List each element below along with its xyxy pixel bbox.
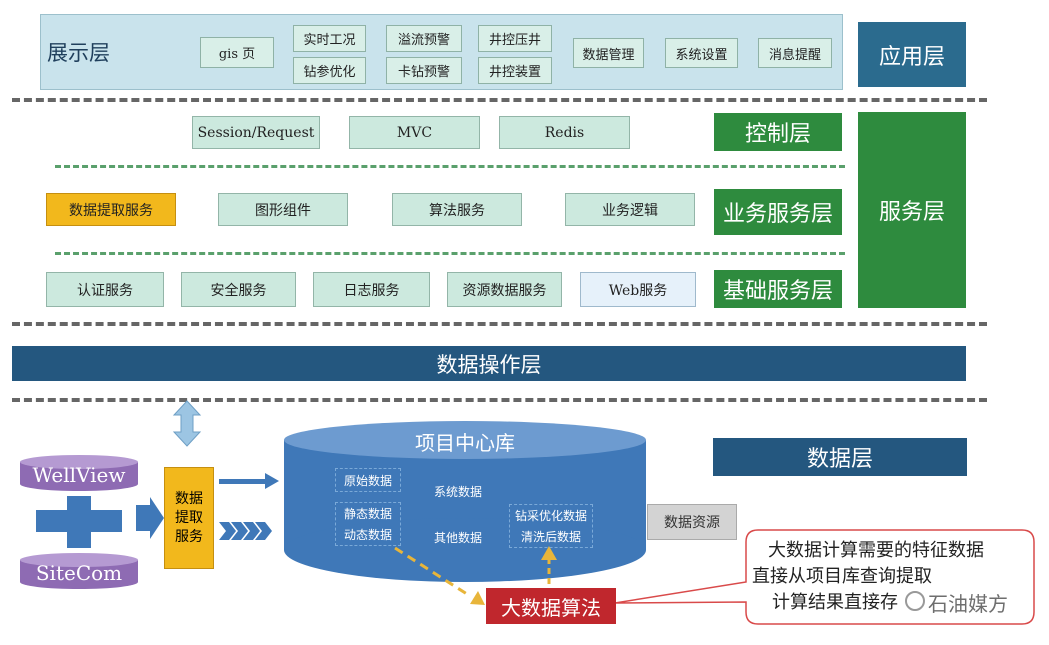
- data-extraction-service-box[interactable]: 数据 提取 服务: [164, 467, 214, 569]
- right-arrow-icon: [219, 473, 279, 489]
- sublayer-divider: [55, 165, 845, 168]
- business-item[interactable]: 数据提取服务: [46, 193, 176, 226]
- plus-icon: [36, 496, 122, 548]
- db-item-cleaned: 清洗后数据: [520, 529, 581, 544]
- foundation-item[interactable]: 安全服务: [181, 272, 296, 307]
- big-data-algorithm-box[interactable]: 大数据算法: [486, 588, 616, 624]
- overflow-warning-item[interactable]: 溢流预警: [386, 25, 462, 52]
- well-control-device-item[interactable]: 井控装置: [478, 57, 552, 84]
- sitecom-label: SiteCom: [35, 561, 123, 585]
- db-item-dynamic: 动态数据: [343, 527, 392, 542]
- watermark-text: 石油媒方: [928, 592, 1008, 616]
- control-item[interactable]: MVC: [349, 116, 480, 149]
- system-settings-item[interactable]: 系统设置: [665, 38, 738, 68]
- callout-bubble: [614, 529, 1035, 625]
- up-arrow-icon: [541, 546, 557, 584]
- double-arrow-icon: [172, 400, 202, 447]
- business-item[interactable]: 图形组件: [218, 193, 348, 226]
- drill-param-optimize-item[interactable]: 钻参优化: [293, 57, 366, 84]
- control-item[interactable]: Redis: [499, 116, 630, 149]
- data-resource-box[interactable]: 数据资源: [647, 504, 737, 540]
- db-opt-cleaned-box: [509, 504, 593, 548]
- business-item[interactable]: 算法服务: [392, 193, 522, 226]
- callout-line-1: 大数据计算需要的特征数据: [768, 540, 984, 561]
- layer-divider: [12, 322, 987, 326]
- application-layer-label: 应用层: [858, 22, 966, 87]
- db-item-other: 其他数据: [433, 530, 482, 545]
- db-item-drill-optimized: 钻采优化数据: [514, 508, 587, 523]
- watermark-logo-icon: [905, 591, 925, 611]
- data-operation-layer-bar: 数据操作层: [12, 346, 966, 381]
- message-alert-item[interactable]: 消息提醒: [758, 38, 832, 68]
- well-control-kill-item[interactable]: 井控压井: [478, 25, 552, 52]
- foundation-service-layer-label: 基础服务层: [714, 270, 842, 308]
- db-item-system: 系统数据: [433, 484, 482, 499]
- business-item[interactable]: 业务逻辑: [565, 193, 695, 226]
- layer-divider: [12, 398, 987, 402]
- presentation-layer-title: 展示层: [47, 41, 110, 65]
- control-item[interactable]: Session/Request: [192, 116, 320, 149]
- wellview-label: WellView: [32, 463, 126, 487]
- business-service-layer-label: 业务服务层: [714, 189, 842, 235]
- sublayer-divider: [55, 252, 845, 255]
- db-item-static: 静态数据: [343, 506, 392, 521]
- callout-line-3: 计算结果直接存: [772, 592, 898, 613]
- right-arrow-icon: [136, 497, 164, 539]
- data-management-item[interactable]: 数据管理: [573, 38, 644, 68]
- foundation-item[interactable]: 日志服务: [313, 272, 430, 307]
- sitecom-cylinder-icon: [20, 553, 138, 589]
- foundation-item[interactable]: Web服务: [580, 272, 696, 307]
- foundation-item[interactable]: 认证服务: [46, 272, 164, 307]
- project-database-title: 项目中心库: [415, 430, 515, 455]
- control-layer-label: 控制层: [714, 113, 842, 151]
- realtime-status-item[interactable]: 实时工况: [293, 25, 366, 52]
- service-layer-label: 服务层: [858, 112, 966, 308]
- dashed-arrow-icon: [394, 546, 485, 605]
- layer-divider: [12, 98, 987, 102]
- gis-page-item[interactable]: gis 页: [200, 37, 274, 68]
- db-static-dynamic-box: [335, 502, 401, 546]
- chevron-arrows-icon: [219, 522, 272, 540]
- stuck-pipe-warning-item[interactable]: 卡钻预警: [386, 57, 462, 84]
- project-database-cylinder-icon: [284, 421, 646, 582]
- callout-line-2: 直接从项目库查询提取: [752, 566, 932, 587]
- data-layer-label: 数据层: [713, 438, 967, 476]
- wellview-cylinder-icon: [20, 455, 138, 491]
- foundation-item[interactable]: 资源数据服务: [447, 272, 562, 307]
- db-item-raw: 原始数据: [335, 468, 401, 492]
